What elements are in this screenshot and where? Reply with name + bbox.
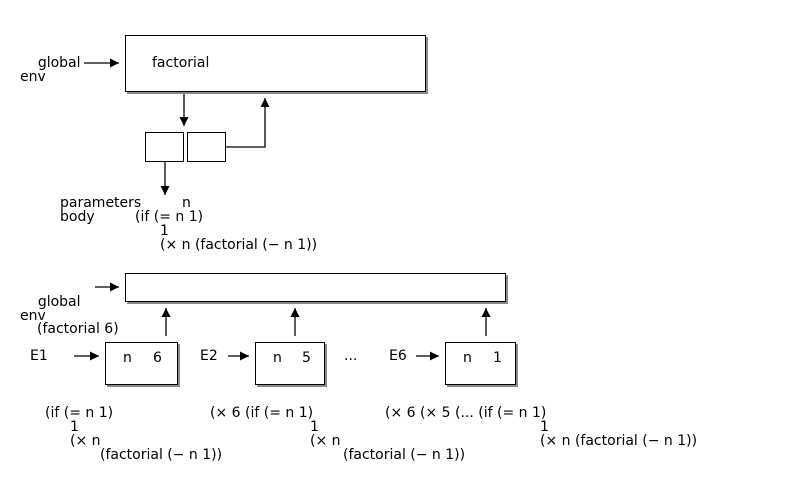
frame-e2: n 5 bbox=[255, 342, 325, 385]
global-label-line1: global bbox=[37, 55, 81, 71]
e1-expr-line2: 1 bbox=[70, 419, 79, 435]
frame-binding-factorial: factorial bbox=[152, 55, 210, 71]
procedure-env-cell bbox=[187, 132, 226, 162]
procedure-parameters-label: parameters bbox=[60, 195, 142, 211]
procedure-body-line2: 1 bbox=[160, 223, 169, 239]
procedure-body-label: body bbox=[60, 209, 95, 225]
ellipsis: ... bbox=[344, 348, 358, 364]
procedure-env-pointer bbox=[226, 98, 270, 148]
e6-expr-line3: (× n (factorial (− n 1)) bbox=[540, 433, 698, 449]
global-label-line2: env bbox=[20, 308, 46, 324]
call-label: (factorial 6) bbox=[37, 321, 119, 337]
global-frame-top: factorial bbox=[125, 35, 426, 92]
e6-expr-line2: 1 bbox=[540, 419, 549, 435]
binding-var: n bbox=[463, 350, 472, 366]
e1-expr-line4: (factorial (− n 1)) bbox=[100, 447, 223, 463]
env-name-e6: E6 bbox=[389, 348, 407, 364]
e2-expr-line2: 1 bbox=[310, 419, 319, 435]
e1-expr-line3: (× n bbox=[70, 433, 101, 449]
frame-e6: n 1 bbox=[445, 342, 516, 385]
e2-expr-line1: (× 6 (if (= n 1) bbox=[210, 405, 314, 421]
global-label-line1: global bbox=[37, 294, 81, 310]
binding-value: 5 bbox=[302, 350, 311, 366]
procedure-body-line3: (× n (factorial (− n 1)) bbox=[160, 237, 318, 253]
procedure-parameters-value: n bbox=[182, 195, 191, 211]
e2-expr-line3: (× n bbox=[310, 433, 341, 449]
binding-var: n bbox=[273, 350, 282, 366]
e2-expr-line4: (factorial (− n 1)) bbox=[343, 447, 466, 463]
binding-var: n bbox=[123, 350, 132, 366]
e6-expr-line1: (× 6 (× 5 (... (if (= n 1) bbox=[385, 405, 547, 421]
binding-value: 1 bbox=[493, 350, 502, 366]
frame-e1: n 6 bbox=[105, 342, 178, 385]
env-name-e1: E1 bbox=[30, 348, 48, 364]
env-name-e2: E2 bbox=[200, 348, 218, 364]
global-label-line2: env bbox=[20, 69, 46, 85]
e1-expr-line1: (if (= n 1) bbox=[45, 405, 114, 421]
procedure-code-cell bbox=[145, 132, 184, 162]
procedure-body-line1: (if (= n 1) bbox=[135, 209, 204, 225]
binding-value: 6 bbox=[153, 350, 162, 366]
global-frame-bottom bbox=[125, 273, 506, 302]
